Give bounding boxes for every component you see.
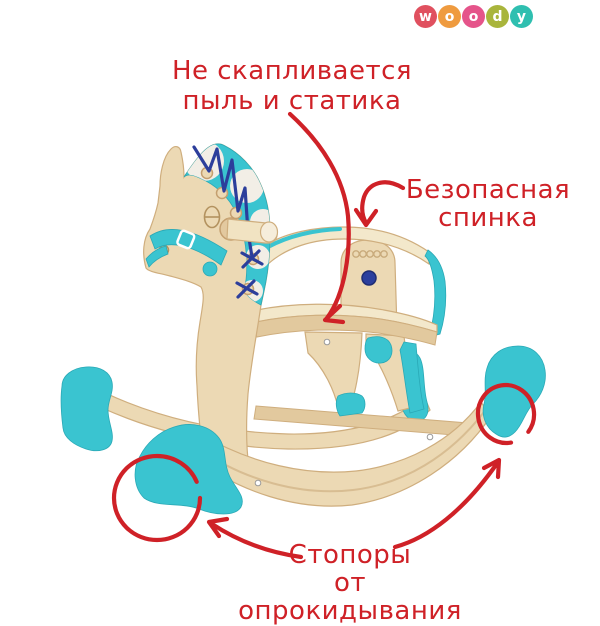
horse-face [145, 205, 228, 277]
annotation-dust-line1: Не скапливается [171, 56, 413, 86]
logo-letter-circle: d [486, 5, 509, 28]
bridle-buckle [176, 229, 196, 250]
screw-dots [254, 338, 434, 487]
annotation-dust-static: Не скапливается пыль и статика [167, 56, 417, 116]
rear-leg [304, 331, 425, 417]
logo-letter-circle: o [438, 5, 461, 28]
arrow-to-backrest [353, 180, 406, 228]
woody-engraving-icon [352, 250, 388, 258]
lace-cord [192, 145, 264, 299]
annotation-marks [111, 111, 537, 560]
arrow-to-front-stopper [206, 516, 304, 560]
arrow-to-rear-stopper [392, 457, 502, 550]
handle-peg [219, 217, 279, 244]
woody-logo: w o o d y [414, 5, 533, 28]
arrow-to-seat [287, 111, 351, 325]
seat-assembly [246, 226, 447, 364]
logo-letter-circle: w [414, 5, 437, 28]
bridle-pendant [202, 261, 218, 277]
logo-letter-circle: o [462, 5, 485, 28]
backrest-rail-teal-edge [266, 227, 342, 249]
near-rear-stopper [482, 345, 546, 438]
annotation-dust-line2: пыль и статика [182, 86, 402, 116]
annotation-backrest-line2: спинка [438, 203, 538, 233]
seat-side-bracket [364, 336, 393, 364]
annotation-stoppers-line1: Стопоры [288, 540, 412, 570]
front-stopper-circle [111, 453, 203, 543]
annotation-safe-backrest: Безопасная спинка [398, 176, 578, 232]
annotation-stoppers-line2: от опрокидывания [238, 568, 462, 626]
far-front-stopper [60, 366, 113, 452]
logo-letter-circle: y [510, 5, 533, 28]
annotation-backrest-line1: Безопасная [405, 175, 571, 205]
rocking-horse-photo [60, 111, 546, 560]
rear-stopper-circle [475, 382, 537, 446]
backrest-button [361, 270, 377, 286]
product-card: w o o d y Не скапливается пыль и статика… [60, 5, 578, 625]
horse-head-neck [143, 143, 279, 474]
muzzle-band [145, 245, 169, 268]
annotation-stoppers: Стопоры от опрокидывания [222, 541, 478, 625]
